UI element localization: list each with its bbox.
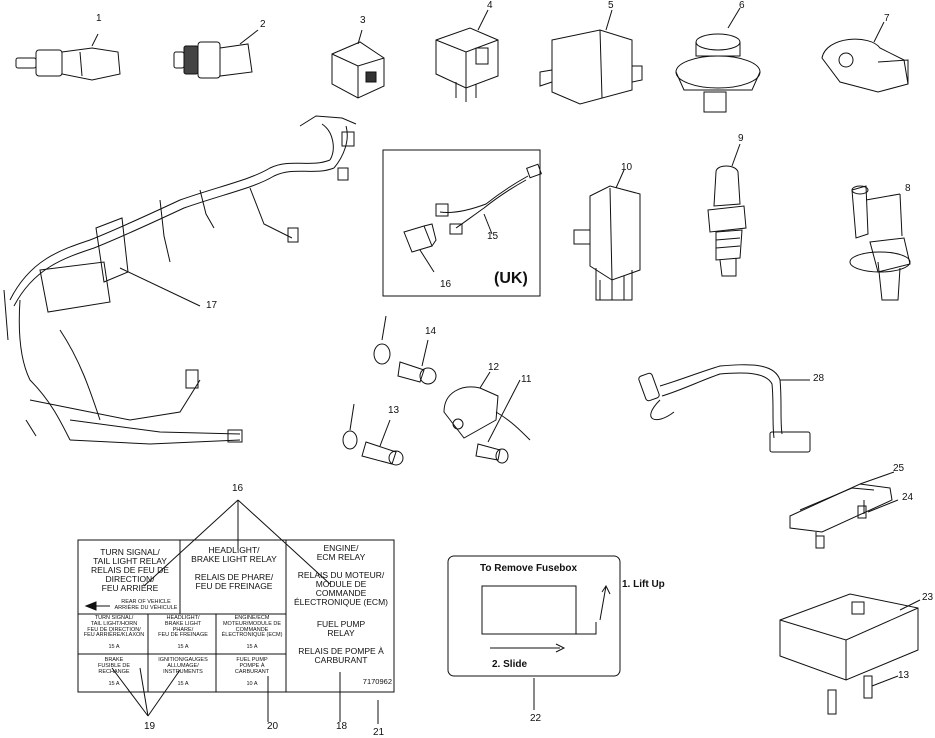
part-6-map-sensor [675,7,761,113]
fuse-fuelpump-label: FUEL PUMP POMPE À CARBURANT [234,657,270,675]
fuse-brake-amp: 15 A [108,681,120,687]
part-8-speed-sensor [849,185,911,301]
callout-15: 15 [487,231,499,242]
callout-13-bottom: 13 [898,670,910,681]
relay-engine-label: ENGINE/ ECM RELAY RELAIS DU MOTEUR/ MODU… [294,543,388,607]
part-14-bolt [373,315,437,385]
part-1-pressure-switch [15,33,121,81]
part-25-bracket [789,471,895,546]
callout-13-top: 13 [388,405,400,416]
fuse-turn-amp: 15 A [108,644,120,650]
callout-10: 10 [621,162,633,173]
callout-22: 22 [530,713,542,724]
part-4-relay [435,9,499,102]
callout-5: 5 [608,0,614,11]
fuel-pump-relay-label: FUEL PUMP RELAY RELAIS DE POMPE À CARBUR… [298,619,384,665]
part-7-throttle-position-sensor [821,21,909,93]
callout-16-label: 16 [232,483,244,494]
part-5-module [539,9,643,105]
part-12-bracket [443,371,531,441]
callout-2: 2 [260,19,266,30]
callout-4: 4 [487,0,493,11]
fusebox-step-1: 1. Lift Up [622,579,665,590]
part-2-pressure-switch [173,29,259,79]
part-28-sensor-harness [638,364,811,453]
fuse-fuelpump-amp: 10 A [246,681,258,687]
callout-9: 9 [738,133,744,144]
callout-17: 17 [206,300,218,311]
fuse-head-amp: 15 A [177,644,189,650]
callout-24: 24 [902,492,914,503]
part-11-bolt [475,379,521,464]
callout-6: 6 [739,0,745,11]
part-10-relay-block [573,169,641,301]
callout-20: 20 [267,721,279,732]
callout-23: 23 [922,592,934,603]
callout-18: 18 [336,721,348,732]
callout-14: 14 [425,326,437,337]
part-13-terminal [342,403,404,466]
fuse-ignition-amp: 15 A [177,681,189,687]
part-3-connector [331,29,385,99]
callout-12: 12 [488,362,500,373]
relay-headlight-label: HEADLIGHT/ BRAKE LIGHT RELAY RELAIS DE P… [191,545,277,591]
fusebox-instruction-card [447,555,621,710]
fuse-turn-label: TURN SIGNAL/ TAIL LIGHT/HORN FEU DE DIRE… [83,615,145,639]
part-17-wiring-harness [3,115,357,445]
callout-25: 25 [893,463,905,474]
part-9-temperature-sensor [707,143,747,277]
callout-3: 3 [360,15,366,26]
fusebox-step-2: 2. Slide [492,659,528,670]
part-15-harness [435,163,542,235]
callout-21: 21 [373,727,385,738]
fuse-engine-label: ENGINE/ECM MOTEUR/MODULE DE COMMANDE ÉLE… [221,615,283,639]
callout-19: 19 [144,721,156,732]
callout-16-inset: 16 [440,279,452,290]
part-24-screw [815,499,899,549]
leaders-relay-label [111,499,379,724]
fuse-brake-label: BRAKE FUSIBLE DE RECHANGE [97,657,131,675]
uk-label: (UK) [494,270,528,287]
relay-turn-signal-label: TURN SIGNAL/ TAIL LIGHT RELAY RELAIS DE … [91,547,169,593]
part-number-label: 7170962 [362,677,392,686]
callout-28: 28 [813,373,825,384]
fuse-ignition-label: IGNITION/GAUGES ALLUMAGE/ INSTRUMENTS [158,657,208,675]
relay-label-card [77,539,395,693]
callout-7: 7 [884,13,890,24]
part-23-fusebox [779,593,921,715]
fuse-engine-amp: 15 A [246,644,258,650]
rear-of-vehicle-label: REAR OF VEHICLE ARRIÈRE DU VÉHICULE [114,599,178,611]
fusebox-title: To Remove Fusebox [480,563,578,574]
callout-11: 11 [521,374,532,385]
callout-8: 8 [905,183,911,194]
callout-1: 1 [96,13,102,24]
uk-inset-frame [382,149,541,297]
part-16-connector [403,223,437,273]
fuse-head-label: HEADLIGHT/ BRAKE LIGHT PHARE/ FEU DE FRE… [158,615,208,639]
